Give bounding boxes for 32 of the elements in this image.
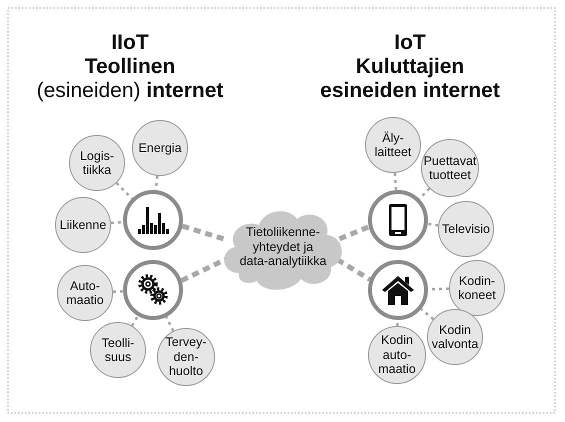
topic-label: Teolli- suus bbox=[100, 336, 136, 364]
heading-text: (esineiden) internet bbox=[36, 79, 224, 103]
topic-label: Televisio bbox=[442, 222, 490, 236]
heading-text: Teollinen bbox=[84, 55, 176, 79]
topic-label: Kodin valvonta bbox=[430, 322, 480, 352]
heading-text: IIoT bbox=[111, 31, 149, 55]
cloud-label: Tietoliikenne- yhteydet ja data-analytiikka bbox=[238, 225, 328, 269]
dashed-connector bbox=[420, 308, 434, 320]
heading-text: IoT bbox=[394, 31, 426, 55]
heading-text: Kuluttajien bbox=[356, 55, 464, 79]
topic-label: Äly- laitteet bbox=[374, 130, 412, 160]
topic-label: Tervey- den- huolto bbox=[164, 335, 208, 379]
dashed-connector bbox=[418, 188, 430, 200]
dashed-connector bbox=[154, 176, 159, 190]
thick-dashed-connector bbox=[338, 224, 370, 242]
topic-label: Logis- tiikka bbox=[78, 148, 116, 178]
dashed-connector bbox=[116, 182, 133, 200]
heading-text: esineiden internet bbox=[320, 79, 500, 103]
topic-label: Liikenne bbox=[60, 218, 106, 232]
thick-dashed-connector bbox=[182, 224, 227, 242]
dashed-connector bbox=[131, 315, 139, 326]
topic-label: Energia bbox=[138, 140, 182, 156]
topic-label: Kodin auto- maatio bbox=[377, 333, 417, 377]
thick-dashed-connector bbox=[336, 257, 372, 282]
topic-label: Puettavat tuotteet bbox=[422, 154, 478, 182]
topic-label: Auto- maatio bbox=[65, 278, 105, 308]
dashed-connector bbox=[394, 172, 398, 190]
dashed-connector bbox=[428, 222, 438, 227]
topic-label: Kodin- koneet bbox=[457, 274, 497, 302]
dashed-connector bbox=[112, 290, 124, 294]
dashed-connector bbox=[165, 316, 174, 332]
dashed-connector bbox=[110, 220, 124, 224]
